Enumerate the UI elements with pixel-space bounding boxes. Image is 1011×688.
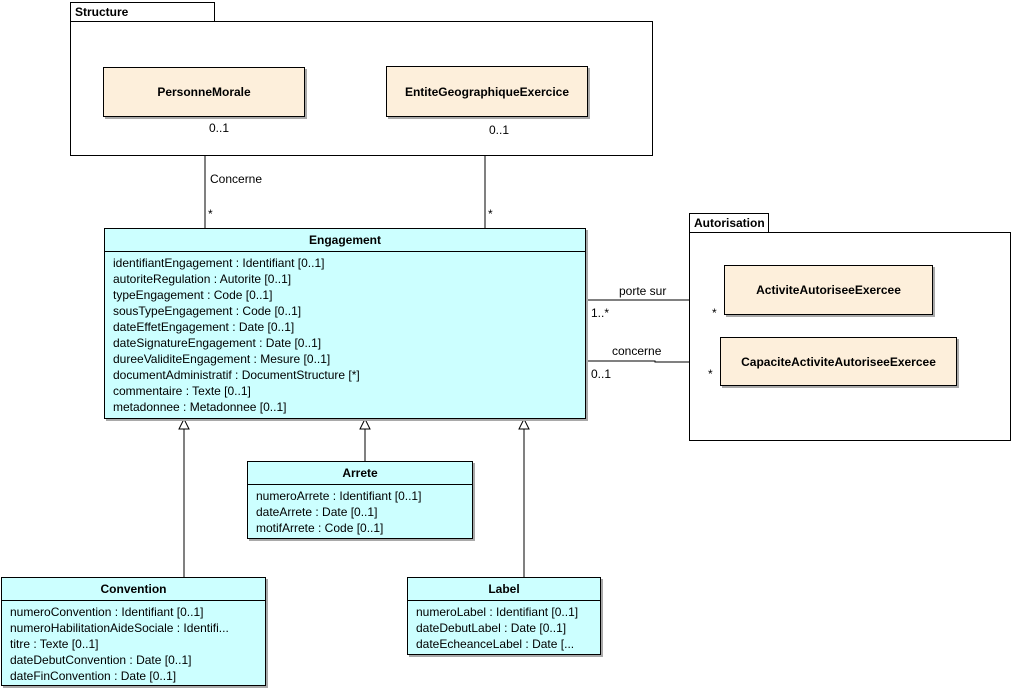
class-engagement-title: Engagement	[105, 229, 585, 252]
attribute: numeroArrete : Identifiant [0..1]	[256, 489, 422, 503]
attribute: numeroLabel : Identifiant [0..1]	[416, 605, 579, 619]
attribute: titre : Texte [0..1]	[10, 637, 99, 651]
class-arrete-title: Arrete	[248, 462, 472, 485]
class-label-attributes: numeroLabel : Identifiant [0..1] dateDeb…	[408, 601, 600, 655]
mult-activite-right: *	[712, 306, 717, 320]
attribute: documentAdministratif : DocumentStructur…	[113, 368, 360, 382]
class-capacite-activite-autorisee-exercee[interactable]: CapaciteActiviteAutoriseeExercee	[720, 337, 957, 386]
attribute: dateEffetEngagement : Date [0..1]	[113, 320, 295, 334]
class-personne-morale[interactable]: PersonneMorale	[103, 67, 305, 117]
attribute: sousTypeEngagement : Code [0..1]	[113, 304, 302, 318]
class-engagement[interactable]: Engagement identifiantEngagement : Ident…	[104, 228, 586, 419]
package-structure-tab: Structure	[70, 2, 215, 22]
attribute: commentaire : Texte [0..1]	[113, 384, 251, 398]
mult-capacite-right: *	[708, 367, 713, 381]
class-label-title: Label	[408, 578, 600, 601]
attribute: metadonnee : Metadonnee [0..1]	[113, 400, 287, 414]
attribute: numeroHabilitationAideSociale : Identifi…	[10, 621, 229, 635]
attribute: motifArrete : Code [0..1]	[256, 521, 384, 535]
attribute: typeEngagement : Code [0..1]	[113, 288, 273, 302]
attribute: dateSignatureEngagement : Date [0..1]	[113, 336, 322, 350]
class-activite-autorisee-exercee[interactable]: ActiviteAutoriseeExercee	[724, 265, 933, 315]
attribute: dateArrete : Date [0..1]	[256, 505, 378, 519]
class-entite-geographique-exercice[interactable]: EntiteGeographiqueExercice	[386, 66, 588, 117]
package-autorisation-tab: Autorisation	[689, 213, 769, 233]
mult-entite-geo-bottom: *	[488, 207, 493, 221]
mult-personne-morale-bottom: *	[208, 207, 213, 221]
mult-entite-geo-top: 0..1	[489, 123, 510, 137]
attribute: dureeValiditeEngagement : Mesure [0..1]	[113, 352, 331, 366]
assoc-name-concerne-capacite: concerne	[612, 344, 662, 358]
class-convention-attributes: numeroConvention : Identifiant [0..1] nu…	[2, 601, 265, 687]
mult-capacite-left: 0..1	[591, 367, 612, 381]
attribute: numeroConvention : Identifiant [0..1]	[10, 605, 204, 619]
mult-personne-morale-top: 0..1	[209, 121, 230, 135]
attribute: dateFinConvention : Date [0..1]	[10, 669, 177, 683]
class-arrete[interactable]: Arrete numeroArrete : Identifiant [0..1]…	[247, 461, 473, 539]
class-arrete-attributes: numeroArrete : Identifiant [0..1] dateAr…	[248, 485, 472, 539]
assoc-line-capacite	[586, 360, 720, 363]
assoc-name-porte-sur: porte sur	[619, 284, 667, 298]
class-label[interactable]: Label numeroLabel : Identifiant [0..1] d…	[407, 577, 601, 655]
class-convention-title: Convention	[2, 578, 265, 601]
gen-arrow-label	[518, 417, 530, 430]
mult-activite-left: 1..*	[591, 306, 610, 320]
class-convention[interactable]: Convention numeroConvention : Identifian…	[1, 577, 266, 686]
class-engagement-attributes: identifiantEngagement : Identifiant [0..…	[105, 252, 585, 418]
attribute: dateEcheanceLabel : Date [...	[416, 637, 575, 651]
gen-arrow-arrete	[359, 417, 371, 430]
gen-arrow-convention	[178, 417, 190, 430]
assoc-name-concerne-personne: Concerne	[210, 172, 263, 186]
attribute: dateDebutLabel : Date [0..1]	[416, 621, 567, 635]
attribute: autoriteRegulation : Autorite [0..1]	[113, 272, 292, 286]
attribute: identifiantEngagement : Identifiant [0..…	[113, 256, 325, 270]
attribute: dateDebutConvention : Date [0..1]	[10, 653, 192, 667]
